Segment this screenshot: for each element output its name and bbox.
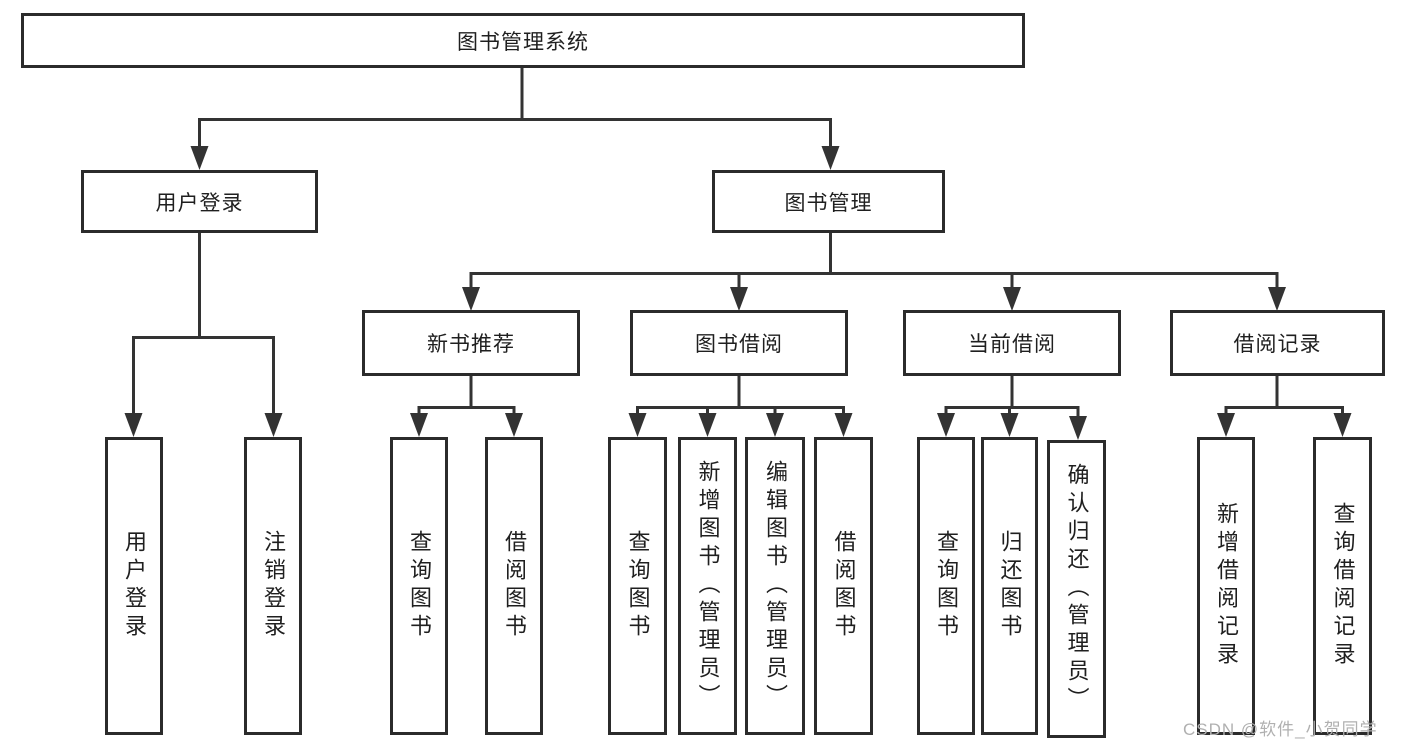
leaf-logout: 注销登录 — [244, 437, 302, 735]
arrow-down-icon — [730, 287, 748, 311]
leaf-recommend-query-books: 查询图书 — [390, 437, 448, 735]
leaf-current-query-books: 查询图书 — [917, 437, 975, 735]
leaf-label: 查询图书 — [625, 530, 651, 642]
leaf-label: 查询图书 — [407, 530, 432, 642]
connector-line — [469, 272, 1279, 290]
node-label: 当前借阅 — [968, 333, 1056, 356]
leaf-borrow-query-books: 查询图书 — [608, 437, 667, 735]
watermark: CSDN @软件_小贺同学 — [1183, 720, 1378, 739]
leaf-records-query-record: 查询借阅记录 — [1313, 437, 1372, 735]
node-label: 用户登录 — [155, 191, 244, 215]
leaf-label: 借阅图书 — [831, 530, 857, 642]
node-label: 借阅记录 — [1233, 333, 1322, 356]
leaf-label: 用户登录 — [122, 530, 147, 642]
node-user-login: 用户登录 — [81, 170, 318, 233]
node-label: 图书管理 — [784, 191, 873, 215]
arrow-down-icon — [1069, 416, 1087, 440]
leaf-recommend-borrow-books: 借阅图书 — [485, 437, 543, 735]
arrow-down-icon — [766, 413, 784, 437]
arrow-down-icon — [124, 413, 143, 437]
arrow-down-icon — [698, 413, 717, 437]
arrow-down-icon — [1000, 413, 1019, 437]
connector-line — [417, 406, 516, 416]
arrow-down-icon — [505, 413, 523, 437]
leaf-current-confirm-return-admin: 确认归还（管理员） — [1047, 440, 1106, 738]
arrow-down-icon — [1333, 413, 1352, 437]
node-book-management: 图书管理 — [712, 170, 945, 233]
node-new-book-recommend: 新书推荐 — [362, 310, 580, 376]
connector-line — [198, 118, 832, 150]
leaf-label: 确认归还（管理员） — [1064, 463, 1090, 715]
node-borrow-records: 借阅记录 — [1170, 310, 1385, 376]
connector-line — [132, 336, 275, 416]
node-root: 图书管理系统 — [21, 13, 1025, 68]
leaf-borrow-edit-book-admin: 编辑图书（管理员） — [745, 437, 805, 735]
leaf-current-return-book: 归还图书 — [981, 437, 1038, 735]
node-root-label: 图书管理系统 — [457, 30, 589, 54]
arrow-down-icon — [264, 413, 283, 437]
leaf-user-login: 用户登录 — [105, 437, 163, 735]
leaf-label: 借阅图书 — [502, 530, 527, 642]
node-label: 图书借阅 — [695, 333, 783, 356]
arrow-down-icon — [834, 413, 853, 437]
node-book-borrowing: 图书借阅 — [630, 310, 848, 376]
arrow-down-icon — [1268, 287, 1286, 311]
leaf-label: 新增借阅记录 — [1214, 502, 1239, 670]
connector-line — [636, 406, 845, 416]
leaf-label: 查询图书 — [934, 530, 959, 642]
node-label: 新书推荐 — [427, 333, 515, 356]
arrow-down-icon — [190, 146, 209, 170]
leaf-label: 注销登录 — [261, 530, 286, 642]
leaf-label: 编辑图书（管理员） — [763, 460, 788, 712]
leaf-borrow-borrow-books: 借阅图书 — [814, 437, 873, 735]
connector-line — [944, 406, 1080, 416]
leaf-label: 归还图书 — [997, 530, 1023, 642]
arrow-down-icon — [628, 413, 647, 437]
arrow-down-icon — [821, 146, 840, 170]
node-current-borrowing: 当前借阅 — [903, 310, 1121, 376]
arrow-down-icon — [462, 287, 480, 311]
arrow-down-icon — [410, 413, 428, 437]
arrow-down-icon — [1217, 413, 1235, 437]
leaf-borrow-add-book-admin: 新增图书（管理员） — [678, 437, 737, 735]
leaf-label: 新增图书（管理员） — [695, 460, 721, 712]
arrow-down-icon — [937, 413, 955, 437]
leaf-label: 查询借阅记录 — [1330, 502, 1356, 670]
arrow-down-icon — [1003, 287, 1021, 311]
leaf-records-add-record: 新增借阅记录 — [1197, 437, 1255, 735]
connector-line — [1224, 406, 1344, 416]
